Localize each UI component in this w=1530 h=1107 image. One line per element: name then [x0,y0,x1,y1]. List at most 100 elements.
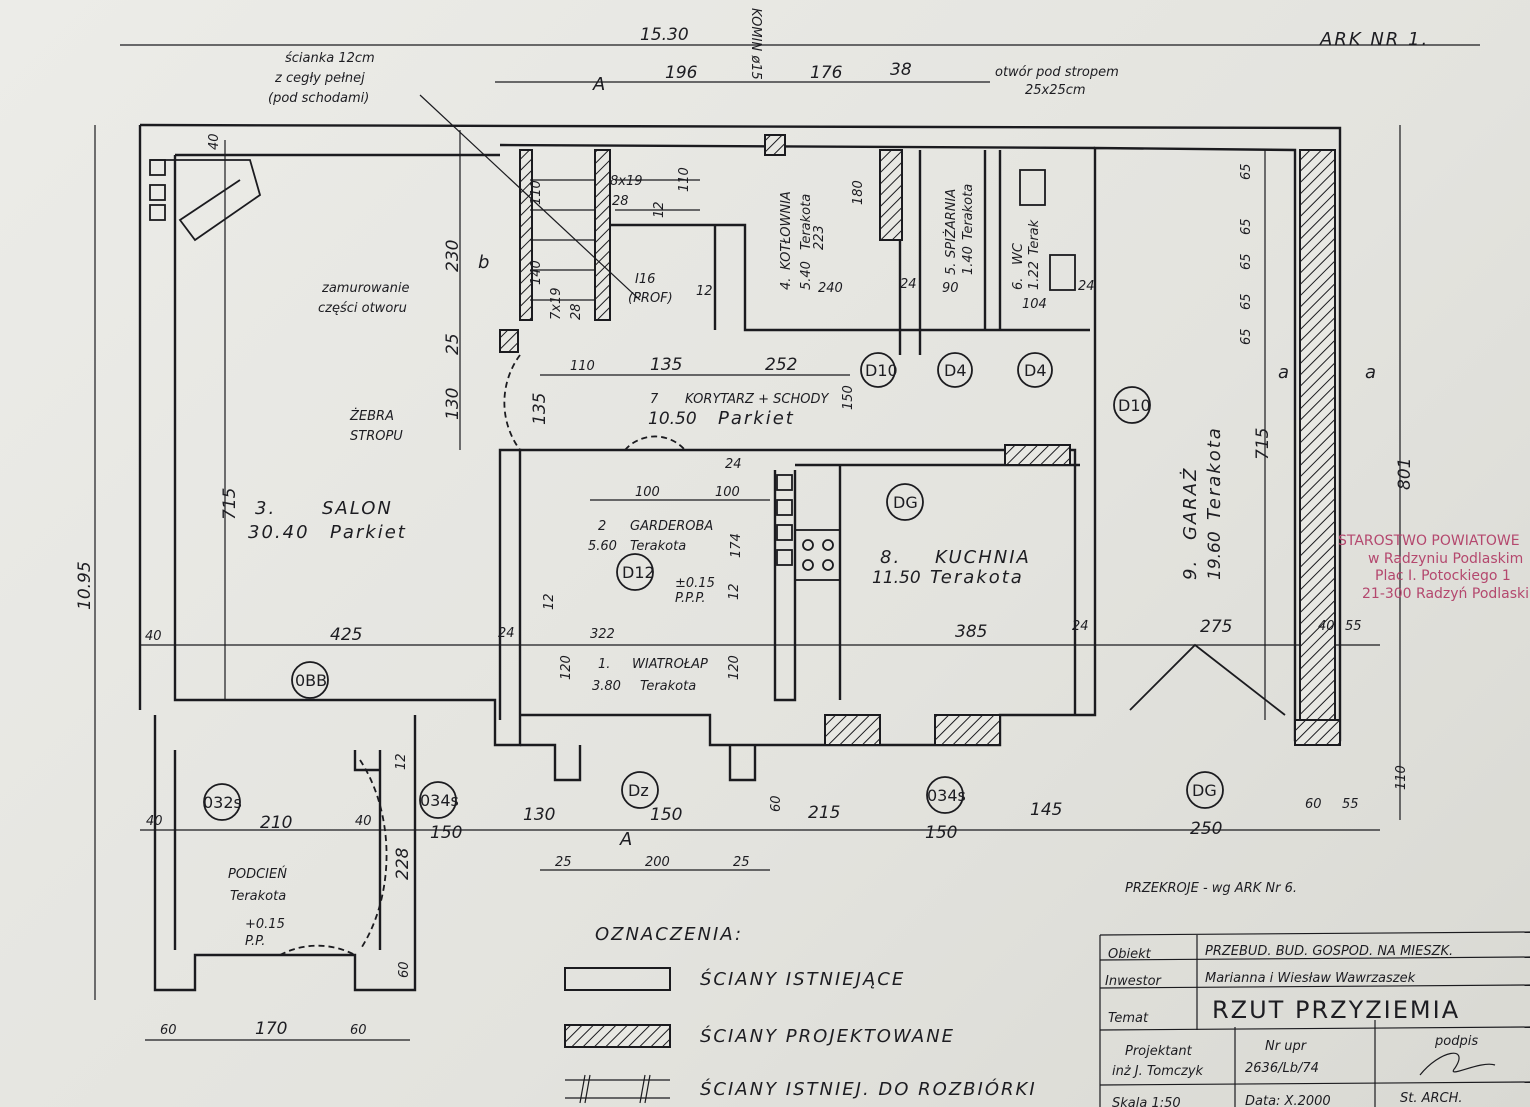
label-annotations-infill_1: zamurowanie [321,281,409,296]
label-rooms-7-floor: Terakota [930,567,1024,588]
label-rooms-5-floor: Terak [1027,219,1042,255]
label-dimensions-bottom-14: 120 [559,655,574,680]
label-rooms-2-num: 3. [255,498,276,519]
label-rooms-6-area: 10.50 [648,409,697,429]
label-dimensions-bottom-2: 40 [355,814,372,829]
label-rooms-2-floor: Parkiet [330,522,407,543]
label-annotations-ribs_2: STROPU [350,429,403,444]
label-door_tags-1: D4 [944,361,967,380]
label-rooms-8-floor: Terakota [1204,426,1225,520]
label-annotations-beam_2: (PROF) [628,291,673,306]
label-annotations-stairs_3: 8x19 [610,174,643,189]
label-dimensions-garderoba-6: 24 [498,626,515,641]
label-dimensions-left-0: 40 [207,133,222,150]
label-dimensions-service-4: 104 [1022,297,1047,312]
label-rooms-1-num: 2 [598,519,606,534]
legend-item-demolition: ŚCIANY ISTNIEJ. DO ROZBIÓRKI [700,1078,1037,1100]
label-dimensions-service-11: 140 [529,260,544,285]
label-title_block-scale: Skala 1:50 [1112,1096,1181,1107]
label-door_tags-7: DG [1192,781,1217,800]
label-dimensions-service-16: 65 [1239,163,1254,180]
label-dimensions-left-2: 25 [443,333,463,355]
legend-swatch-existing [564,967,671,991]
label-dimensions-bottom-1: 210 [260,813,292,833]
label-dimensions-bottom-11: 60 [1305,797,1322,812]
label-dimensions-left-4: 715 [220,488,240,520]
label-dimensions-middle-2: 385 [955,622,987,642]
label-dimensions-middle-3: 24 [1072,619,1089,634]
label-dimensions-bottom-10: 250 [1190,819,1222,839]
label-rooms-3-area: 5.40 [799,261,814,290]
label-dimensions-service-10: 110 [677,167,692,192]
kitchen-cabinets [776,474,841,581]
label-dimensions-service-6: 24 [1078,279,1095,294]
label-door_tags-8: 0BB [295,671,327,690]
label-dimensions-corridor-0: 110 [570,359,595,374]
label-dimensions-bottom-13: 110 [1394,765,1409,790]
label-annotations-beam_1: I16 [635,272,655,287]
label-rooms-0-floor: Terakota [640,679,696,694]
label-dimensions-garderoba-4: 12 [542,593,557,610]
label-title_block-license_label: Nr upr [1265,1039,1308,1054]
label-dimensions-garderoba-7: 24 [725,457,742,472]
label-annotations-level_2b: P.P. [245,934,265,949]
label-title_block-investor_value: Marianna i Wiesław Wawrzaszek [1205,971,1416,986]
label-dimensions-bottom-3: 150 [430,823,462,843]
label-annotations-wall_note_1: ścianka 12cm [285,51,375,66]
room-wc: 6. WC 1.22 Terak [1011,219,1042,290]
label-dimensions-garderoba-0: 100 [635,485,660,500]
label-door_tags-2: D4 [1024,361,1047,380]
label-dimensions-middle-6: 55 [1345,619,1362,634]
label-title_block-designer_value: inż J. Tomczyk [1112,1064,1204,1079]
chimney-label: KOMIN ø15 [748,8,763,80]
label-dimensions-left-3: 130 [443,388,463,420]
legend-item-projected: ŚCIANY PROJEKTOWANE [700,1025,955,1047]
legend: OZNACZENIA: ŚCIANY ISTNIEJĄCE ŚCIANY PRO… [564,924,1037,1104]
section-marks: A A a a b [478,74,1378,850]
label-annotations-level_2: +0.15 [245,917,285,932]
label-stamp-line1: STAROSTWO POWIATOWE [1338,533,1520,549]
label-annotations-stairs_2: 28 [569,303,584,320]
label-dimensions-garderoba-3: 322 [590,627,615,642]
fireplace [149,159,262,242]
label-rooms-2-area: 30.40 [248,522,310,543]
label-section_marks-2: a [1278,362,1291,383]
label-dimensions-bottom-7: 215 [808,803,840,823]
label-rooms-0-num: 1. [598,657,610,672]
room-garaz: 9. GARAŻ 19.60 Terakota [1180,426,1225,580]
label-door_tags-9: 032s [203,793,242,812]
title-block: Obiekt PRZEBUD. BUD. GOSPOD. NA MIESZK. … [1099,931,1530,1107]
label-dimensions-top-1: 176 [810,63,843,83]
label-dimensions-service-15: 65 [1239,218,1254,235]
label-rooms-6-floor: Parkiet [718,408,795,429]
label-section_marks-3: a [1365,362,1378,383]
label-dimensions-middle-5: 40 [1318,619,1335,634]
label-title_block-topic_label: Temat [1108,1011,1149,1026]
label-dimensions-corridor-2: 252 [765,355,797,375]
label-dimensions-service-1: 240 [818,281,843,296]
label-dimensions-porch-4: 60 [350,1023,367,1038]
label-title_block-date: Data: X.2000 [1245,1094,1331,1107]
label-stamp-line3: Plac I. Potockiego 1 [1375,568,1511,584]
label-dimensions-porch-2: 60 [160,1023,177,1038]
dimension-labels: 196 176 38 40 230 25 130 715 110 135 252… [145,60,1415,1039]
label-section_marks-4: b [478,252,491,273]
room-kotlownia: 4. KOTŁOWNIA 5.40 Terakota [779,191,814,290]
label-dimensions-middle-7: 715 [1253,428,1273,460]
label-annotations-opening_1: otwór pod stropem [995,65,1119,80]
label-stamp-line2: w Radzyniu Podlaskim [1368,551,1523,567]
label-dimensions-service-14: 65 [1239,253,1254,270]
label-dimensions-service-2: 180 [851,180,866,205]
label-annotations-opening_2: 25x25cm [1025,83,1086,98]
label-dimensions-middle-8: 801 [1395,458,1415,490]
label-dimensions-porch-5: 12 [394,753,409,770]
label-rooms-7-area: 11.50 [872,568,921,588]
label-dimensions-service-13: 65 [1239,293,1254,310]
label-dimensions-garderoba-2: 174 [729,533,744,558]
stairs [419,94,700,301]
label-dimensions-service-3: 90 [942,281,959,296]
